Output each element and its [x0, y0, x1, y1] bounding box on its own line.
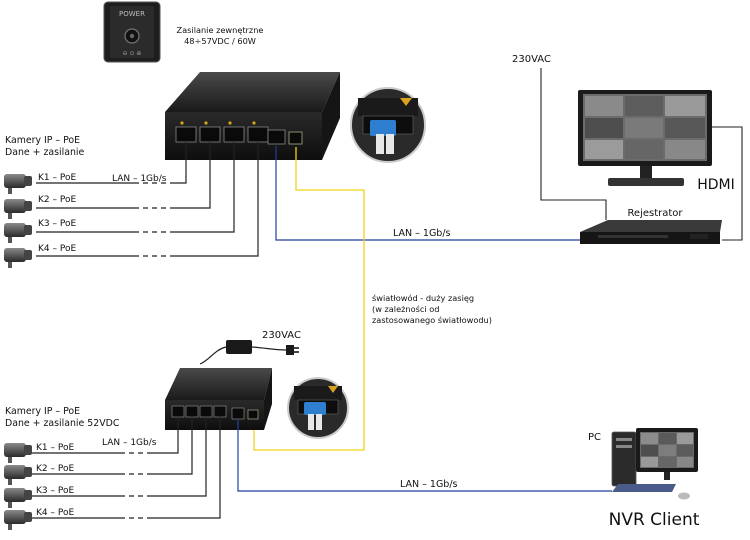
recorder-cables [540, 68, 743, 241]
camera-label: K3 – PoE [38, 219, 76, 229]
bottom-switch-sfp-port [247, 409, 259, 420]
camera-label: K2 – PoE [38, 195, 76, 205]
recorder [580, 220, 722, 244]
bottom-switch-power-label: 230VAC [262, 330, 301, 341]
bottom-group-title-line2: Dane + zasilanie 52VDC [5, 418, 120, 429]
bottom-group-title-line1: Kamery IP – PoE [5, 406, 80, 417]
bottom-camera-4: K4 – PoE [4, 508, 74, 530]
bottom-fiber-zoom [287, 377, 349, 439]
top-camera-link-label: LAN – 1Gb/s [112, 174, 167, 184]
top-group-title-line2: Dane + zasilanie [5, 147, 85, 158]
top-switch-sfp-port [288, 131, 303, 145]
top-camera-3: K3 – PoE [4, 219, 76, 243]
top-camera-lines [36, 142, 259, 257]
polarity-icon: ⊖ ⊙ ⊕ [123, 50, 142, 57]
bottom-camera-lines [32, 417, 221, 519]
bottom-switch-uplink-port [231, 407, 245, 420]
bottom-camera-3: K3 – PoE [4, 486, 74, 508]
camera-icon [4, 443, 32, 463]
camera-label: K4 – PoE [38, 244, 76, 254]
fiber-line1: światłowód - duży zasięg [372, 293, 474, 303]
top-switch [165, 72, 340, 160]
bottom-camera-1: K1 – PoE [4, 443, 74, 463]
camera-label: K2 – PoE [36, 464, 74, 474]
camera-label: K4 – PoE [36, 508, 74, 518]
top-group-title-line1: Kamery IP – PoE [5, 135, 80, 146]
pc-workstation [611, 428, 698, 500]
camera-feed-thumbnails [585, 96, 705, 159]
top-camera-4: K4 – PoE [4, 244, 76, 268]
lan-link-pc [237, 420, 612, 492]
power-adapter-label: POWER [119, 10, 145, 18]
recorder-uplink-label: LAN – 1Gb/s [393, 228, 451, 239]
camera-icon [4, 465, 32, 485]
power-caption-line1: Zasilanie zewnętrzne [177, 25, 264, 35]
fiber-line3: zastosowanego światłowodu) [372, 315, 492, 325]
bottom-camera-link-label: LAN – 1Gb/s [102, 438, 157, 448]
power-caption-line2: 48÷57VDC / 60W [184, 36, 256, 46]
hdmi-label: HDMI [697, 177, 735, 193]
camera-icon [4, 248, 32, 268]
camera-icon [4, 223, 32, 243]
top-switch-uplink-port [267, 129, 286, 145]
bottom-power-adapter [199, 340, 299, 365]
top-camera-1: K1 – PoE [4, 173, 76, 194]
recorder-name: Rejestrator [627, 208, 683, 219]
camera-label: K3 – PoE [36, 486, 74, 496]
camera-icon [4, 174, 32, 194]
fiber-line2: (w zależności od [372, 304, 439, 314]
recorder-power-label: 230VAC [512, 54, 551, 65]
keyboard [612, 484, 676, 492]
monitor [578, 90, 712, 186]
top-camera-2: K2 – PoE [4, 195, 76, 219]
camera-icon [4, 488, 32, 508]
pc-monitor [636, 428, 698, 480]
lan-link-recorder [275, 146, 580, 241]
top-fiber-zoom [350, 87, 426, 163]
camera-label: K1 – PoE [38, 173, 76, 183]
pc-uplink-label: LAN – 1Gb/s [400, 479, 458, 490]
power-adapter-top: POWER ⊖ ⊙ ⊕ [103, 1, 161, 63]
fiber-link [253, 147, 365, 451]
camera-label: K1 – PoE [36, 443, 74, 453]
power-plug-icon [286, 345, 299, 355]
nvr-client-label: NVR Client [609, 510, 700, 530]
bottom-camera-2: K2 – PoE [4, 464, 74, 485]
top-switch-poe-ports [175, 121, 269, 143]
camera-icon [4, 510, 32, 530]
camera-icon [4, 199, 32, 219]
mouse-icon [678, 492, 690, 500]
bottom-switch [165, 368, 272, 430]
pc-label: PC [588, 432, 601, 443]
